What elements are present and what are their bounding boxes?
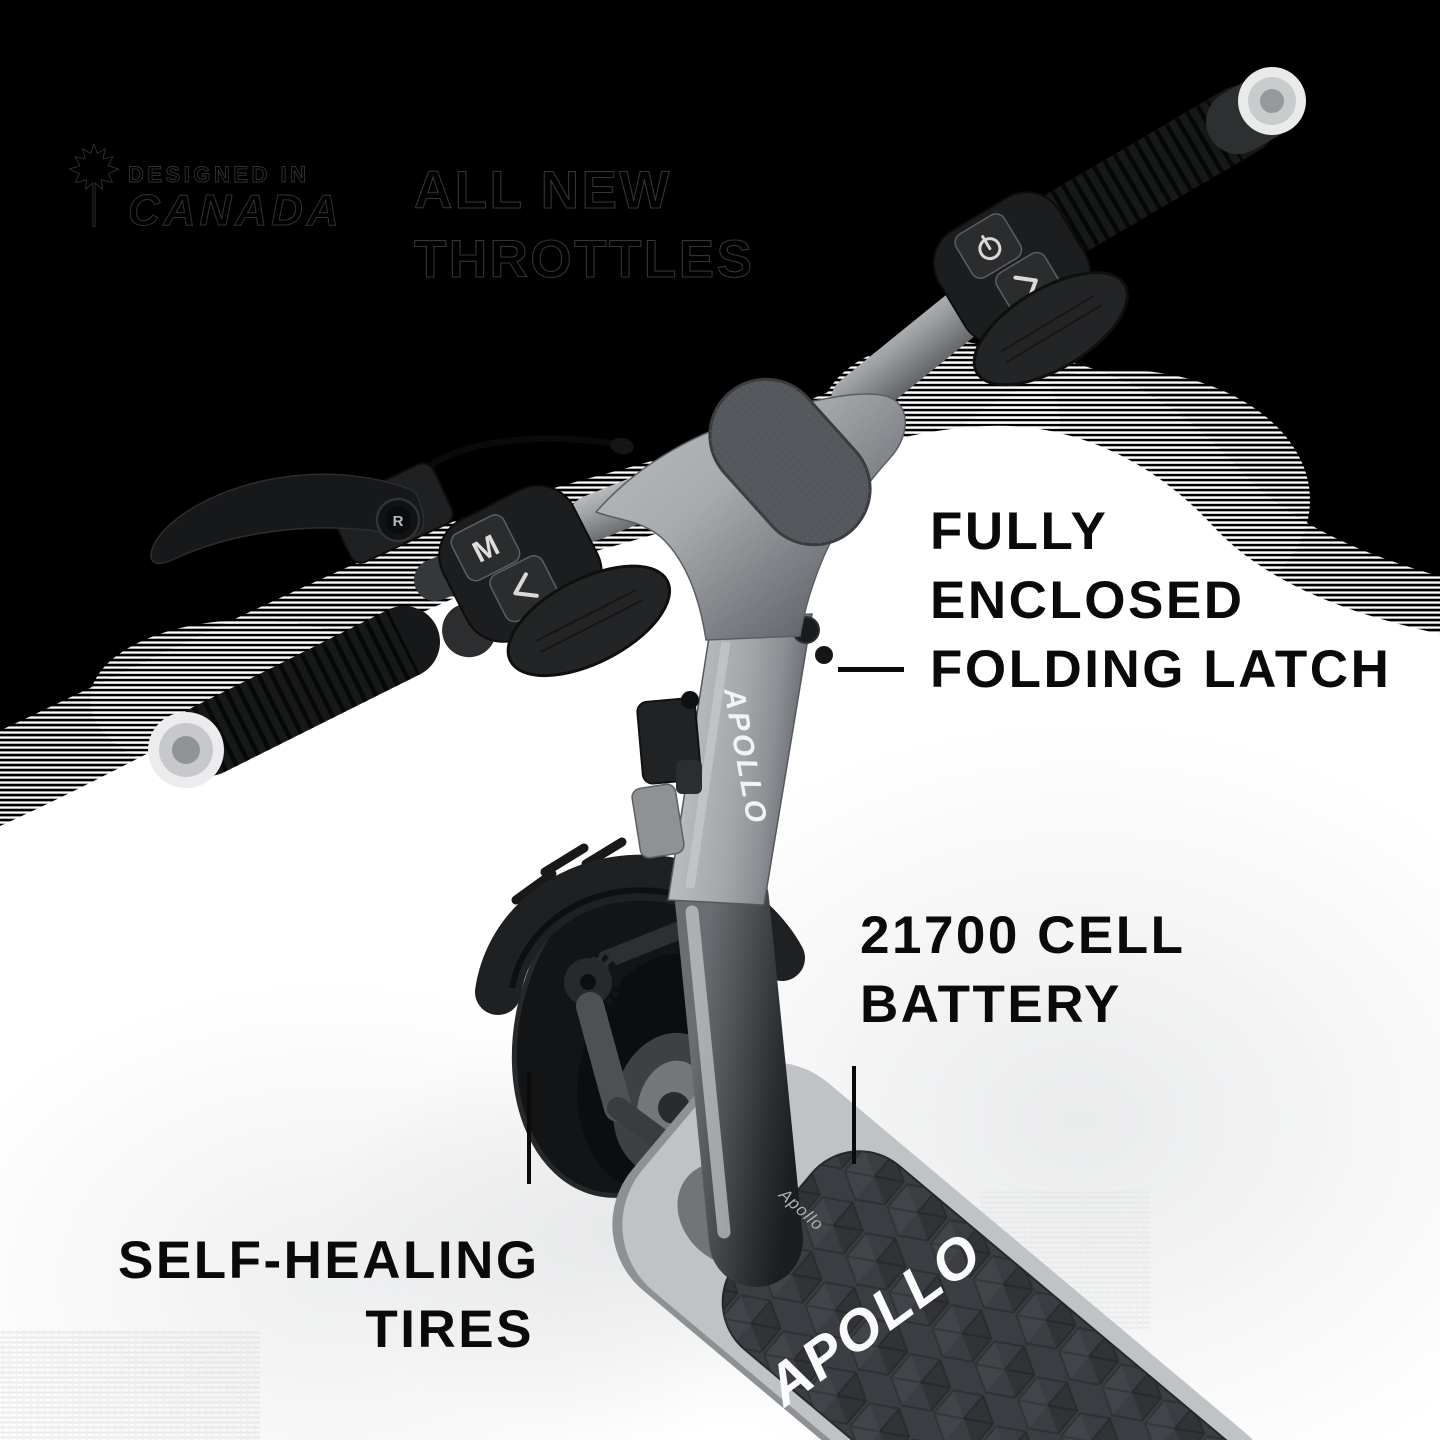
folding-latch [631,505,833,859]
right-pod [932,191,1129,387]
stem: APOLLO [631,505,833,906]
callout-throttles-line1: ALL NEW [413,160,672,220]
callout-latch-line1: FULLY [930,502,1109,561]
callout-latch-line2: ENCLOSED [930,571,1245,630]
callout-tires-line1: SELF-HEALING [118,1231,540,1290]
right-thumb-paddle [972,271,1129,387]
callout-battery: 21700 CELL BATTERY [860,901,1185,1039]
badge-line2: CANADA [128,186,343,236]
callout-throttles-line2: THROTTLES [413,229,755,289]
callout-battery-line1: 21700 CELL [860,906,1186,965]
tire-tread-marks [511,837,627,905]
latch-connector-line [838,667,904,672]
brake-cable [420,435,622,474]
battery-connector-line [852,1066,856,1164]
mode-button [450,514,521,582]
badge-line1: DESIGNED IN [128,162,310,188]
right-controls [932,67,1306,387]
left-grip-endcap [148,712,224,788]
callout-latch-line3: FOLDING LATCH [930,640,1392,699]
left-pod: M [438,484,672,678]
callout-tires: SELF-HEALING TIRES [118,1226,540,1364]
power-icon [978,235,1002,261]
brake-lever [150,473,425,565]
left-controls: R M [148,435,672,788]
stem-pad [708,377,872,547]
tires-connector-line [527,1072,531,1184]
callout-throttles: ALL NEW THROTTLES [413,156,755,294]
brake-hub-label: R [393,513,404,530]
maple-leaf-icon [68,143,120,227]
callout-tires-line2: TIRES [365,1300,534,1359]
designed-in-canada-badge: DESIGNED IN CANADA [66,142,343,236]
right-grip-endcap [1238,67,1306,135]
chevron-left-icon [513,572,539,598]
callout-folding-latch: FULLY ENCLOSED FOLDING LATCH [930,497,1391,704]
callout-battery-line2: BATTERY [860,975,1122,1034]
